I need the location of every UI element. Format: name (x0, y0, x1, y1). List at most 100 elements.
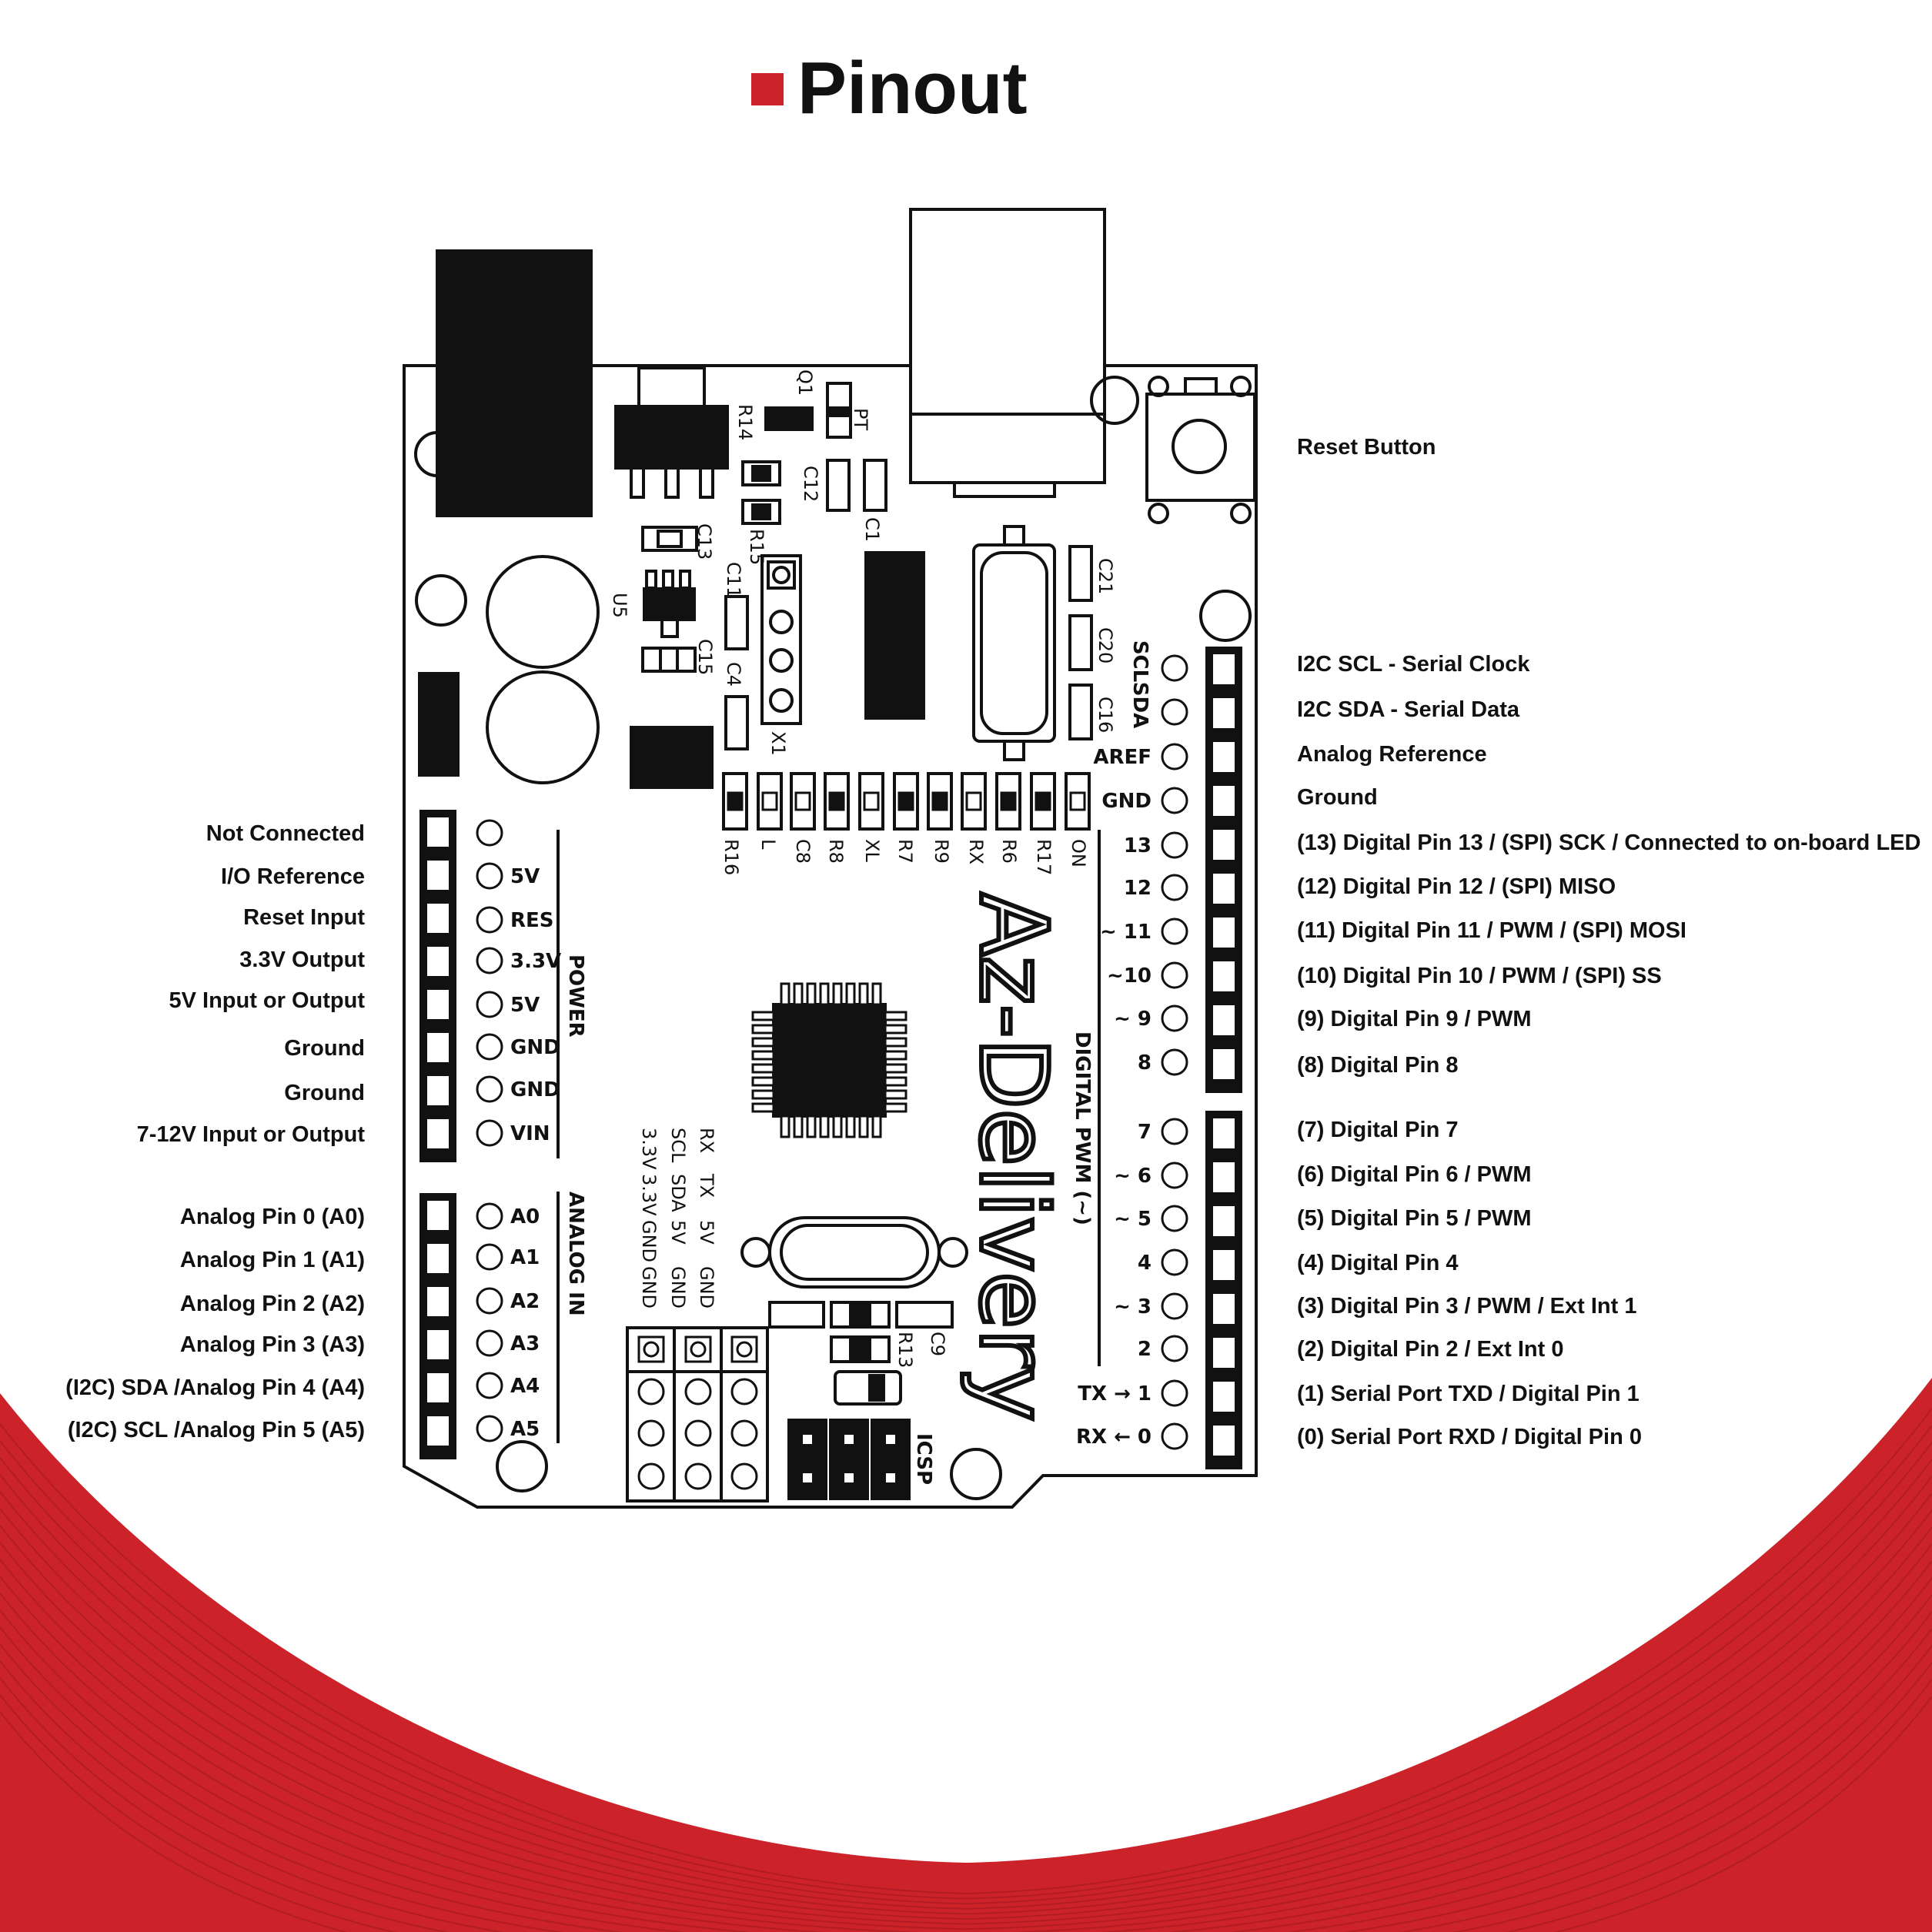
digital-pin-label: 12 (1124, 877, 1152, 900)
header-pin-label: GND (667, 1266, 689, 1309)
header-pin-label: SDA (667, 1174, 689, 1212)
component-label: ON (1068, 839, 1089, 867)
left-pin-description: 7-12V Input or Output (137, 1122, 366, 1147)
component-label: C16 (1095, 697, 1116, 733)
right-headers (1205, 647, 1242, 1469)
left-headers (419, 810, 456, 1459)
component-label: C15 (694, 639, 716, 675)
voltage-regulator (614, 405, 729, 470)
power-pin-label: VIN (510, 1122, 550, 1145)
right-pin-description: (5) Digital Pin 5 / PWM (1297, 1206, 1532, 1231)
digital-pin-label: TX → 1 (1078, 1382, 1152, 1406)
header-pin-label: SCL (667, 1128, 689, 1163)
component-label: R9 (931, 839, 952, 864)
left-pin-description: Analog Pin 1 (A1) (180, 1248, 365, 1272)
right-pin-description: (6) Digital Pin 6 / PWM (1297, 1162, 1532, 1187)
small-ic (630, 726, 714, 789)
right-pin-description: (7) Digital Pin 7 (1297, 1118, 1458, 1142)
component-label: C9 (927, 1332, 948, 1356)
component-label: R8 (825, 839, 847, 864)
component-label: R16 (720, 839, 742, 875)
left-pin-description: (I2C) SCL /Analog Pin 5 (A5) (68, 1418, 365, 1442)
component-label: X1 (767, 731, 789, 756)
left-pin-description: Analog Pin 2 (A2) (180, 1292, 365, 1316)
board (403, 208, 1258, 1509)
digital-pin-label: 13 (1124, 834, 1152, 857)
analog-pin-label: A0 (510, 1205, 540, 1228)
left-pin-description: Reset Input (243, 905, 365, 930)
component-label: R7 (894, 839, 916, 864)
u5-chip (643, 587, 696, 621)
page-title: Pinout (797, 47, 1028, 129)
power-section-label: POWER (564, 954, 587, 1038)
digital-pin-label: 2 (1138, 1338, 1152, 1361)
digital-pin-label: 7 (1138, 1121, 1152, 1144)
component-label: C1 (861, 517, 883, 542)
icsp-label: ICSP (912, 1433, 935, 1485)
power-pin-label: GND (510, 1078, 560, 1101)
right-pin-description: (4) Digital Pin 4 (1297, 1251, 1458, 1275)
right-pin-description: (1) Serial Port TXD / Digital Pin 1 (1297, 1382, 1640, 1406)
left-pin-description: Not Connected (206, 821, 365, 846)
component-label: RX (965, 839, 987, 864)
header-pin-label: RX (696, 1128, 717, 1153)
right-pin-description: (9) Digital Pin 9 / PWM (1297, 1007, 1532, 1031)
component-label: C8 (792, 839, 814, 864)
digital-pin-label: AREF (1093, 746, 1152, 769)
reset-button (1145, 376, 1256, 524)
analog-pin-label: A1 (510, 1246, 540, 1269)
capacitor-large-2 (486, 670, 600, 784)
component-label: C4 (723, 662, 744, 687)
header-pin-label: GND (638, 1266, 660, 1309)
digital-pin-label: 4 (1138, 1252, 1152, 1275)
left-pin-description: I/O Reference (221, 864, 365, 889)
component-label: R15 (746, 529, 767, 565)
title-group: Pinout (751, 47, 1028, 129)
digital-pin-label: ~ 5 (1114, 1208, 1152, 1231)
digital-pin-label: 8 (1138, 1051, 1152, 1075)
right-pin-description: Ground (1297, 785, 1378, 810)
left-pin-description: 5V Input or Output (169, 988, 365, 1013)
analog-pin-label: A3 (510, 1332, 540, 1355)
analog-pin-label: A4 (510, 1375, 540, 1398)
header-pin-label: GND (638, 1220, 660, 1262)
right-pin-description: (11) Digital Pin 11 / PWM / (SPI) MOSI (1297, 918, 1686, 943)
header-pin-label: 3.3V (638, 1174, 660, 1216)
component-label: C13 (694, 523, 715, 560)
power-pin-label: 3.3V (510, 950, 561, 973)
component-label: C20 (1095, 627, 1116, 663)
right-pin-description: Reset Button (1297, 435, 1436, 460)
left-pin-description: Analog Pin 0 (A0) (180, 1205, 365, 1229)
component-label: C11 (723, 562, 744, 598)
component-label: PT (850, 408, 871, 430)
power-pin-label: 5V (510, 994, 540, 1017)
left-pin-description: Ground (284, 1081, 365, 1105)
component-label: R6 (998, 839, 1020, 864)
left-pin-description: (I2C) SDA /Analog Pin 4 (A4) (65, 1375, 365, 1400)
component-label: C12 (800, 466, 821, 502)
brand-logo: Az-Delivery (959, 893, 1066, 1421)
power-pin-label: RES (510, 909, 554, 932)
analog-section-label: ANALOG IN (564, 1192, 587, 1316)
header-pin-label: 3.3V (638, 1128, 660, 1170)
right-pin-description: (12) Digital Pin 12 / (SPI) MISO (1297, 874, 1616, 899)
digital-pin-label: SDA (1128, 682, 1152, 728)
digital-pin-label: ~ 11 (1100, 921, 1152, 944)
digital-pin-label: ~10 (1107, 964, 1152, 988)
red-wave-background (0, 1378, 1932, 1932)
right-pin-description: (3) Digital Pin 3 / PWM / Ext Int 1 (1297, 1294, 1637, 1319)
digital-pin-label: RX ← 0 (1076, 1426, 1152, 1449)
digital-pin-label: GND (1101, 790, 1152, 813)
capacitor-large-1 (486, 555, 600, 669)
left-pin-description: 3.3V Output (239, 948, 365, 972)
main-mcu (772, 1003, 887, 1118)
left-pin-description: Analog Pin 3 (A3) (180, 1332, 365, 1357)
component-label: R14 (734, 404, 756, 440)
pin-silkscreen: 5VRES3.3V5VGNDGNDVINA0A1A2A3A4A5SCLSDAAR… (476, 640, 1188, 1450)
digital-pin-label: ~ 6 (1114, 1165, 1152, 1188)
digital-pin-label: ~ 3 (1114, 1295, 1152, 1319)
right-pin-description: I2C SCL - Serial Clock (1297, 652, 1530, 677)
